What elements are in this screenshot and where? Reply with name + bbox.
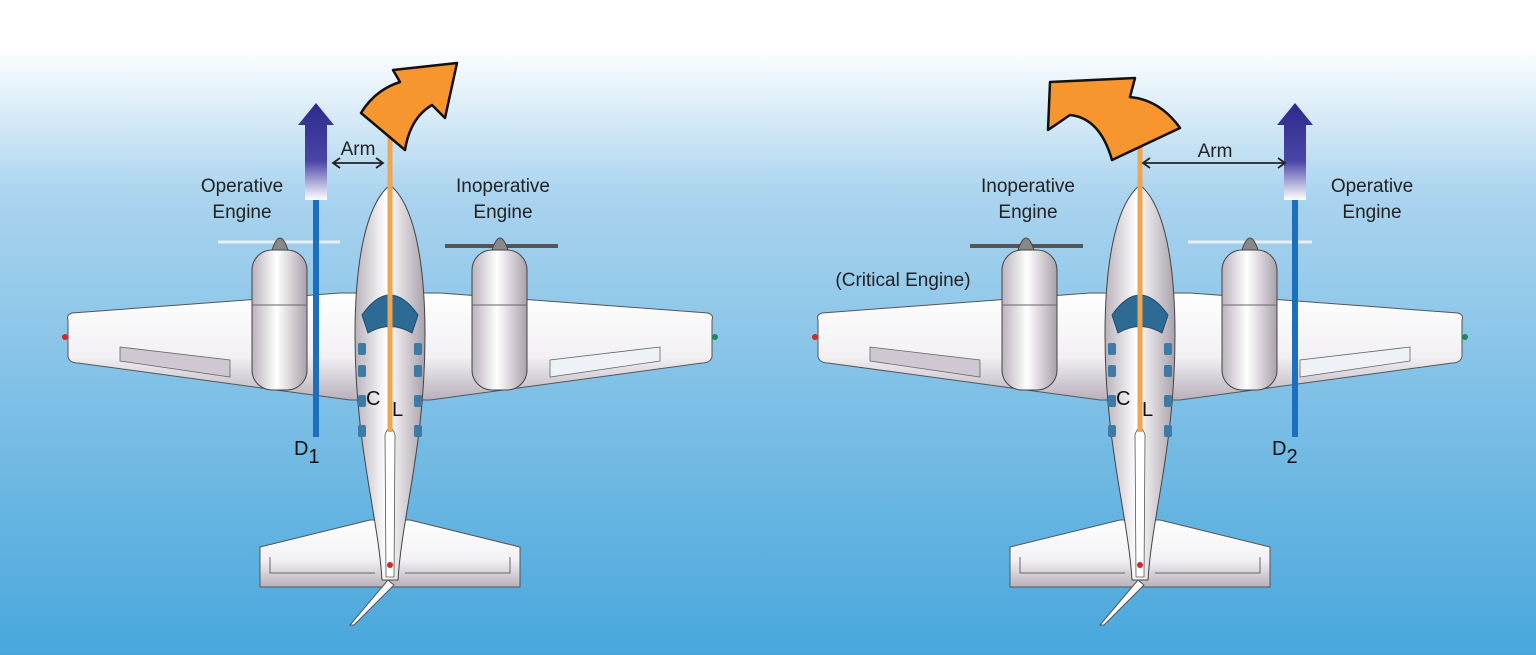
arm-arrow [331,157,385,169]
right-spinner [1241,237,1259,251]
critical-engine-label: (Critical Engine) [835,270,970,291]
d2-label: D2 [1272,438,1298,468]
left-spinner [1017,237,1035,251]
centerline-label-c: C [366,388,380,410]
right-spinner [491,237,509,251]
centerline-label-c: C [1116,388,1130,410]
d1-label: D1 [294,438,320,468]
arm-arrow [1141,157,1287,169]
thrust-line-d1 [313,200,319,437]
centerline-label-l: L [1142,399,1153,421]
yaw-arrow [1046,76,1182,162]
arm-label: Arm [341,139,376,160]
yaw-arrow [359,61,459,152]
arm-label: Arm [1198,141,1233,162]
thrust-arrow [298,103,334,200]
centerline-label-l: L [392,399,403,421]
thrust-line-d2 [1292,200,1298,437]
left-spinner [271,237,289,251]
thrust-arrow [1277,103,1313,200]
